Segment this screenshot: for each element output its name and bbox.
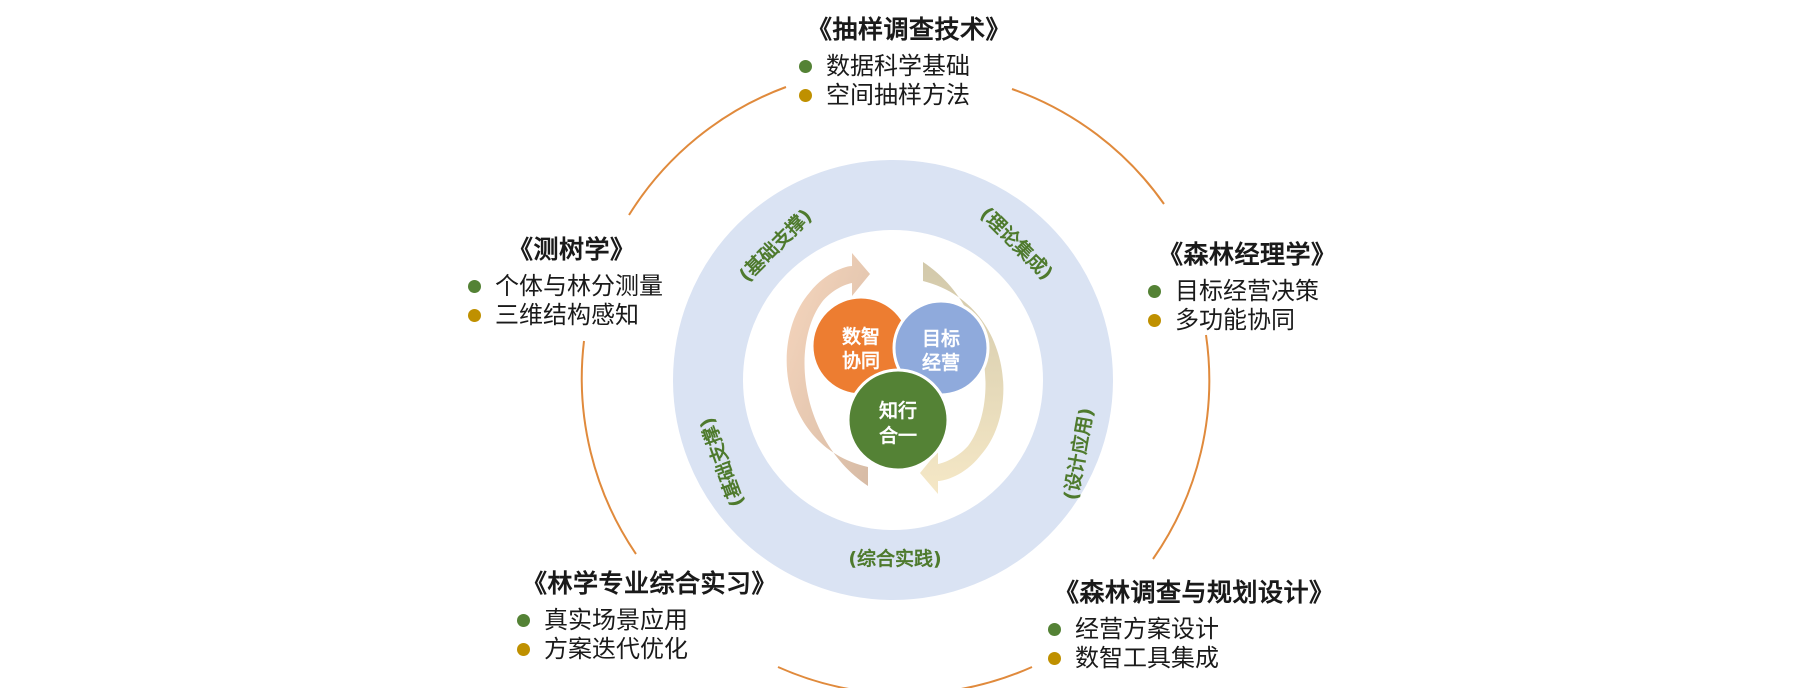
course-item-label: 数智工具集成 xyxy=(1075,644,1219,672)
course-forest-management: 《森林经理学》 目标经营决策 多功能协同 xyxy=(1148,235,1337,335)
core-blue-line2: 经营 xyxy=(922,351,960,374)
course-item: 真实场景应用 xyxy=(517,606,777,635)
course-item: 数据科学基础 xyxy=(799,52,1011,81)
outer-ring-arc xyxy=(628,86,787,216)
course-item: 方案迭代优化 xyxy=(517,635,777,664)
course-title: 《林学专业综合实习》 xyxy=(522,569,778,598)
course-item: 目标经营决策 xyxy=(1148,277,1337,306)
core-orange-line1: 数智 xyxy=(842,325,880,348)
outer-ring-arc xyxy=(1152,334,1211,560)
ring-label-bottom: (综合实践) xyxy=(848,547,941,570)
course-item-label: 空间抽样方法 xyxy=(826,81,970,109)
course-forest-survey-planning: 《森林调查与规划设计》 经营方案设计 数智工具集成 xyxy=(1048,573,1335,673)
gold-bullet-icon xyxy=(799,89,812,102)
course-item-label: 数据科学基础 xyxy=(826,52,970,80)
course-item: 三维结构感知 xyxy=(468,301,663,330)
cycle-arrow-right xyxy=(920,262,1004,494)
outer-ring-arc xyxy=(580,340,637,555)
outer-ring-arc xyxy=(1011,88,1165,205)
core-circle-green xyxy=(846,368,950,472)
course-item-label: 个体与林分测量 xyxy=(495,272,663,300)
green-bullet-icon xyxy=(799,60,812,73)
course-item-label: 经营方案设计 xyxy=(1075,615,1219,643)
course-dendrometry: 《测树学》 个体与林分测量 三维结构感知 xyxy=(468,230,663,330)
core-blue-line1: 目标 xyxy=(922,328,960,350)
course-title: 《森林经理学》 xyxy=(1158,240,1337,269)
course-item-label: 真实场景应用 xyxy=(544,606,688,634)
course-item: 多功能协同 xyxy=(1148,306,1337,335)
course-item: 数智工具集成 xyxy=(1048,644,1335,673)
course-item-label: 方案迭代优化 xyxy=(544,635,688,663)
course-item-label: 目标经营决策 xyxy=(1175,277,1319,305)
course-item: 个体与林分测量 xyxy=(468,272,663,301)
gold-bullet-icon xyxy=(468,309,481,322)
course-item-label: 多功能协同 xyxy=(1175,306,1295,334)
middle-band xyxy=(673,160,1113,600)
outer-ring xyxy=(580,86,1211,688)
core-green-line1: 知行 xyxy=(879,399,917,422)
gold-bullet-icon xyxy=(517,643,530,656)
course-item-label: 三维结构感知 xyxy=(495,301,639,329)
green-bullet-icon xyxy=(1048,623,1061,636)
cycle-arrow-left xyxy=(786,253,870,486)
gold-bullet-icon xyxy=(1148,314,1161,327)
green-bullet-icon xyxy=(1148,285,1161,298)
course-item: 空间抽样方法 xyxy=(799,81,1011,110)
core-green-line2: 合一 xyxy=(879,424,917,447)
course-sampling-survey: 《抽样调查技术》 数据科学基础 空间抽样方法 xyxy=(799,10,1012,110)
outer-ring-arc xyxy=(777,666,1033,688)
course-title: 《抽样调查技术》 xyxy=(807,15,1012,44)
gold-bullet-icon xyxy=(1048,652,1061,665)
course-title: 《森林调查与规划设计》 xyxy=(1054,578,1335,607)
core-orange-line2: 协同 xyxy=(842,349,880,372)
course-item: 经营方案设计 xyxy=(1048,615,1335,644)
course-title: 《测树学》 xyxy=(508,235,636,264)
green-bullet-icon xyxy=(468,280,481,293)
course-forestry-practice: 《林学专业综合实习》 真实场景应用 方案迭代优化 xyxy=(517,564,777,664)
green-bullet-icon xyxy=(517,614,530,627)
